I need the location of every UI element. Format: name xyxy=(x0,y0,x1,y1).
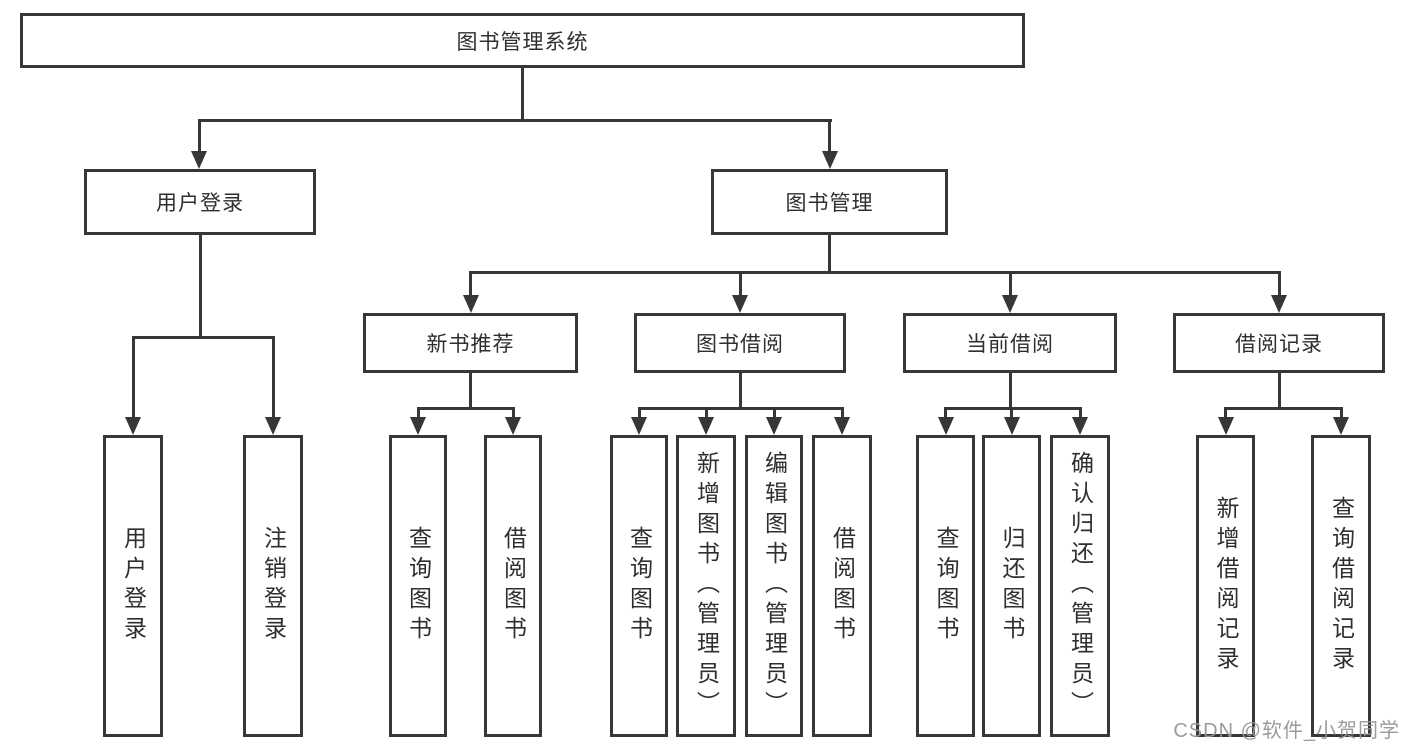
leaf-query-borrow-record: 查询借阅记录 xyxy=(1311,435,1371,737)
connector-line xyxy=(828,119,831,153)
leaf-confirm-return-admin: 确认归还（管理员） xyxy=(1050,435,1110,737)
node-book-borrow: 图书借阅 xyxy=(634,313,846,373)
leaf-current-query-books: 查询图书 xyxy=(916,435,975,737)
arrow-down-icon xyxy=(732,295,748,313)
leaf-edit-books-admin-label: 编辑图书（管理员） xyxy=(761,451,788,721)
connector-line xyxy=(416,407,420,419)
connector-line xyxy=(131,336,275,339)
connector-line xyxy=(511,407,515,419)
arrow-down-icon xyxy=(265,417,281,435)
connector-line xyxy=(1010,407,1013,419)
connector-line xyxy=(828,235,831,274)
arrow-down-icon xyxy=(1333,417,1349,435)
node-new-book-recommend: 新书推荐 xyxy=(363,313,578,373)
arrow-down-icon xyxy=(505,417,521,435)
node-book-borrow-label: 图书借阅 xyxy=(696,333,784,356)
node-borrow-records: 借阅记录 xyxy=(1173,313,1385,373)
connector-line xyxy=(1224,407,1227,419)
connector-line xyxy=(416,407,515,410)
leaf-add-books-admin-label: 新增图书（管理员） xyxy=(693,451,720,721)
arrow-down-icon xyxy=(937,417,954,435)
connector-line xyxy=(1339,407,1343,419)
connector-line xyxy=(198,235,202,339)
connector-line xyxy=(271,336,275,419)
leaf-recommend-borrow-books-label: 借阅图书 xyxy=(500,526,527,646)
leaf-confirm-return-admin-label: 确认归还（管理员） xyxy=(1067,451,1094,721)
arrow-down-icon xyxy=(125,417,141,435)
connector-line xyxy=(197,119,832,122)
leaf-current-query-books-label: 查询图书 xyxy=(933,526,959,646)
connector-line xyxy=(469,271,472,298)
connector-line xyxy=(944,407,947,419)
leaf-user-login: 用户登录 xyxy=(103,435,163,737)
node-borrow-records-label: 借阅记录 xyxy=(1235,333,1323,356)
arrow-down-icon xyxy=(821,151,838,169)
arrow-down-icon xyxy=(698,417,714,435)
leaf-add-books-admin: 新增图书（管理员） xyxy=(676,435,736,737)
connector-line xyxy=(197,119,201,153)
leaf-query-borrow-record-label: 查询借阅记录 xyxy=(1328,496,1355,676)
connector-line xyxy=(520,68,524,121)
arrow-down-icon xyxy=(1271,295,1287,313)
connector-line xyxy=(1008,373,1012,409)
leaf-borrow-books-label: 借阅图书 xyxy=(829,526,856,646)
node-book-management: 图书管理 xyxy=(711,169,948,235)
connector-line xyxy=(738,271,742,298)
arrow-down-icon xyxy=(631,417,647,435)
leaf-return-books-label: 归还图书 xyxy=(999,526,1025,646)
node-current-borrow-label: 当前借阅 xyxy=(966,333,1054,356)
leaf-borrow-query-books: 查询图书 xyxy=(610,435,668,737)
connector-line xyxy=(840,407,844,419)
connector-line xyxy=(1224,407,1342,410)
leaf-add-borrow-record-label: 新增借阅记录 xyxy=(1213,496,1239,676)
leaf-recommend-borrow-books: 借阅图书 xyxy=(484,435,542,737)
leaf-recommend-query-books: 查询图书 xyxy=(389,435,447,737)
node-user-login-label: 用户登录 xyxy=(156,192,244,215)
connector-line xyxy=(772,407,776,419)
arrow-down-icon xyxy=(766,417,782,435)
node-current-borrow: 当前借阅 xyxy=(903,313,1117,373)
connector-line xyxy=(637,407,844,410)
arrow-down-icon xyxy=(1072,417,1088,435)
leaf-recommend-query-books-label: 查询图书 xyxy=(405,526,432,646)
leaf-add-borrow-record: 新增借阅记录 xyxy=(1196,435,1255,737)
connector-line xyxy=(738,373,742,409)
connector-line xyxy=(1078,407,1082,419)
node-root: 图书管理系统 xyxy=(20,13,1025,68)
arrow-down-icon xyxy=(834,417,850,435)
leaf-return-books: 归还图书 xyxy=(982,435,1041,737)
arrow-down-icon xyxy=(1217,417,1234,435)
leaf-edit-books-admin: 编辑图书（管理员） xyxy=(745,435,803,737)
arrow-down-icon xyxy=(1002,295,1018,313)
node-new-book-recommend-label: 新书推荐 xyxy=(426,333,515,356)
connector-line xyxy=(1277,271,1281,298)
leaf-user-login-label: 用户登录 xyxy=(120,526,147,646)
connector-line xyxy=(637,407,641,419)
arrow-down-icon xyxy=(191,151,207,169)
connector-line xyxy=(1008,271,1012,298)
node-book-management-label: 图书管理 xyxy=(785,192,874,215)
connector-line xyxy=(1277,373,1281,409)
connector-line xyxy=(469,271,1280,274)
leaf-borrow-query-books-label: 查询图书 xyxy=(626,526,653,646)
leaf-logout-label: 注销登录 xyxy=(260,526,287,646)
leaf-logout: 注销登录 xyxy=(243,435,303,737)
arrow-down-icon xyxy=(410,417,426,435)
connector-line xyxy=(131,336,135,419)
connector-line xyxy=(469,373,472,409)
arrow-down-icon xyxy=(1003,417,1020,435)
arrow-down-icon xyxy=(462,295,479,313)
leaf-borrow-books: 借阅图书 xyxy=(812,435,872,737)
node-root-label: 图书管理系统 xyxy=(456,30,589,54)
csdn-watermark: CSDN @软件_小贺同学 xyxy=(1173,720,1400,742)
connector-line xyxy=(704,407,708,419)
node-user-login: 用户登录 xyxy=(84,169,316,235)
